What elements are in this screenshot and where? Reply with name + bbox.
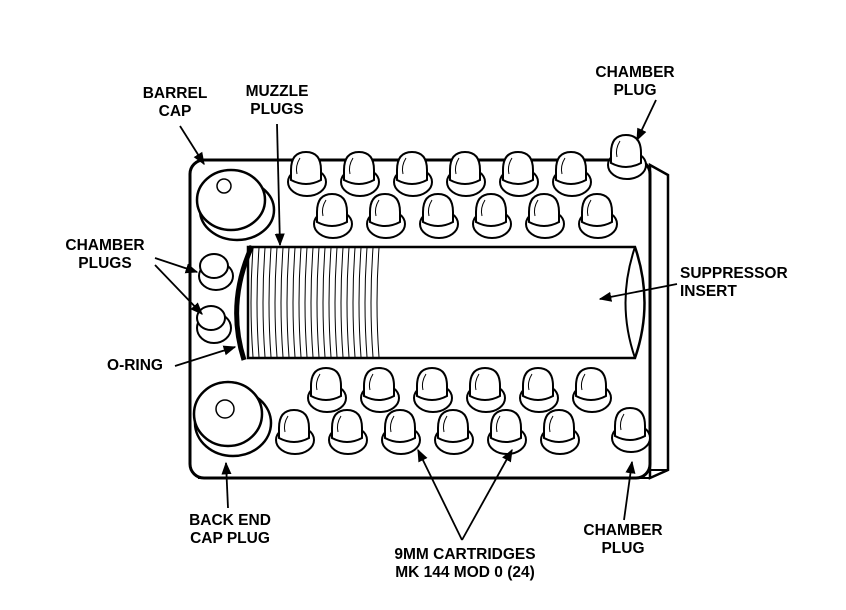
chamber-plug-left-lower bbox=[196, 305, 232, 344]
suppressor-insert bbox=[234, 244, 646, 361]
cartridge bbox=[275, 408, 315, 455]
cartridge-group bbox=[275, 133, 651, 455]
cartridge bbox=[578, 192, 618, 239]
cartridge bbox=[419, 192, 459, 239]
cartridge bbox=[434, 408, 474, 455]
chamber-plug-left-upper bbox=[198, 253, 234, 291]
cartridge bbox=[572, 366, 612, 413]
cartridge bbox=[360, 366, 400, 413]
cartridge bbox=[446, 150, 486, 197]
label-o-ring: O-RING bbox=[107, 357, 163, 374]
cartridge bbox=[519, 366, 559, 413]
cartridge bbox=[381, 408, 421, 455]
cartridge bbox=[525, 192, 565, 239]
cartridge bbox=[307, 366, 347, 413]
muzzle-threads bbox=[250, 247, 380, 358]
cartridge bbox=[313, 192, 353, 239]
cartridge bbox=[487, 408, 527, 455]
cartridge bbox=[393, 150, 433, 197]
cartridge bbox=[472, 192, 512, 239]
cartridge bbox=[366, 192, 406, 239]
back-end-cap-plug bbox=[192, 380, 273, 458]
cartridge bbox=[466, 366, 506, 413]
leader-lines bbox=[154, 99, 678, 541]
cartridge bbox=[552, 150, 592, 197]
cartridge bbox=[328, 408, 368, 455]
barrel-cap bbox=[195, 168, 276, 242]
chamber-plug-bottom bbox=[611, 406, 651, 453]
o-ring bbox=[234, 244, 255, 361]
cartridge bbox=[499, 150, 539, 197]
chamber-plug-top bbox=[607, 133, 647, 180]
cartridge bbox=[540, 408, 580, 455]
cartridge bbox=[413, 366, 453, 413]
cartridge bbox=[287, 150, 327, 197]
cartridge bbox=[340, 150, 380, 197]
